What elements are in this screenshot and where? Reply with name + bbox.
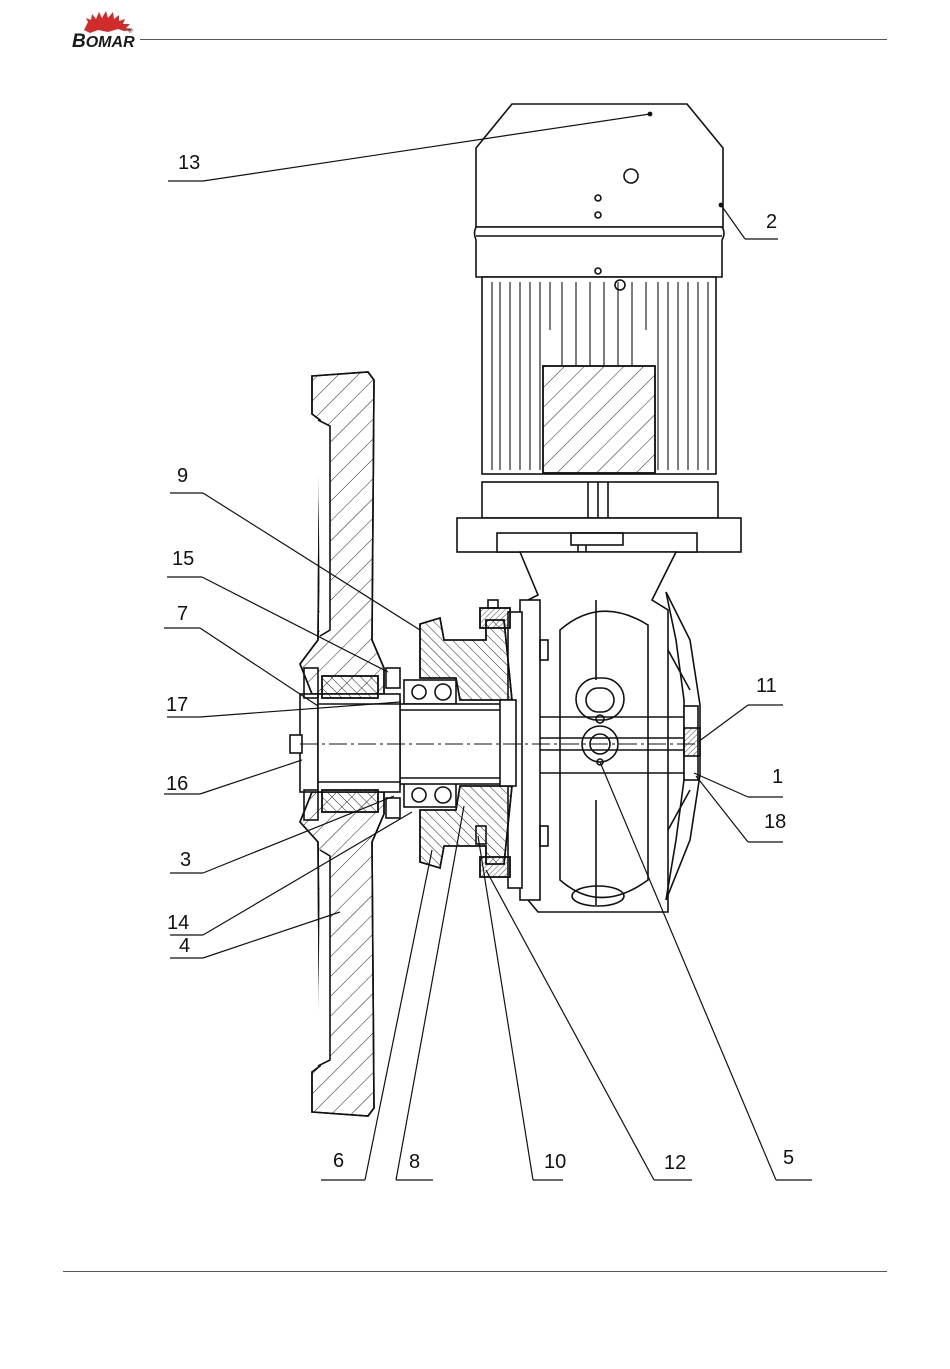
- label-11: 11: [756, 675, 777, 697]
- label-18: 18: [764, 811, 786, 833]
- label-14: 14: [167, 912, 189, 934]
- label-16: 16: [166, 773, 188, 795]
- label-8: 8: [409, 1151, 420, 1173]
- label-5: 5: [783, 1147, 794, 1169]
- label-10: 10: [544, 1151, 566, 1173]
- motor: [457, 104, 741, 580]
- label-2: 2: [766, 211, 777, 233]
- label-7: 7: [177, 603, 188, 625]
- label-1: 1: [772, 766, 783, 788]
- label-15: 15: [172, 548, 194, 570]
- label-17: 17: [166, 694, 188, 716]
- label-3: 3: [180, 849, 191, 871]
- label-12: 12: [664, 1152, 686, 1174]
- label-13: 13: [178, 152, 200, 174]
- label-4: 4: [179, 935, 190, 957]
- hub-assembly: [386, 618, 516, 868]
- label-9: 9: [177, 465, 188, 487]
- label-6: 6: [333, 1150, 344, 1172]
